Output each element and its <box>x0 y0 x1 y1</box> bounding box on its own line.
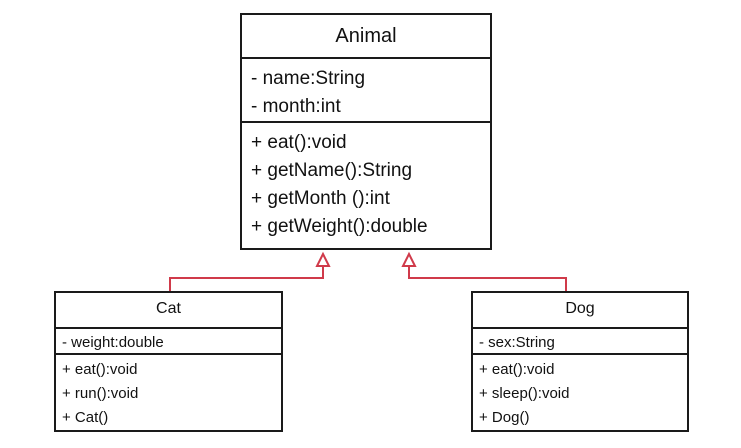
operation-sleep: + sleep():void <box>479 385 570 402</box>
cat-generalization-arrowhead <box>315 251 331 267</box>
attribute-name: - name:String <box>251 68 366 89</box>
attribute-sex: - sex:String <box>479 334 555 351</box>
attribute-month: - month:int <box>251 96 341 117</box>
class-name-animal: Animal <box>335 25 397 47</box>
operation-getmonth: + getMonth ():int <box>251 188 390 209</box>
dog-generalization-link <box>401 251 567 291</box>
operations-dog: + eat():void + sleep():void + Dog() <box>473 353 687 430</box>
operation-eat: + eat():void <box>251 132 347 153</box>
class-cat: Cat - weight:double + eat():void + run()… <box>54 291 283 432</box>
attributes-animal: - name:String - month:int <box>242 57 490 121</box>
attributes-cat: - weight:double <box>56 327 281 353</box>
operation-getname: + getName():String <box>251 160 413 181</box>
dog-generalization-arrowhead <box>401 251 417 267</box>
class-dog: Dog - sex:String + eat():void + sleep():… <box>471 291 689 432</box>
operation-getweight: + getWeight():double <box>251 216 428 237</box>
operations-cat: + eat():void + run():void + Cat() <box>56 353 281 430</box>
operation-eat: + eat():void <box>479 361 555 378</box>
operation-dog-constructor: + Dog() <box>479 409 530 426</box>
operation-run: + run():void <box>62 385 139 402</box>
class-name-dog: Dog <box>565 300 595 317</box>
class-name-cat: Cat <box>156 300 181 317</box>
operations-animal: + eat():void + getName():String + getMon… <box>242 121 490 241</box>
class-animal: Animal - name:String - month:int + eat()… <box>240 13 492 250</box>
operation-cat-constructor: + Cat() <box>62 409 109 426</box>
cat-generalization-link <box>169 251 331 291</box>
operation-eat: + eat():void <box>62 361 138 378</box>
attributes-dog: - sex:String <box>473 327 687 353</box>
attribute-weight: - weight:double <box>62 334 164 351</box>
